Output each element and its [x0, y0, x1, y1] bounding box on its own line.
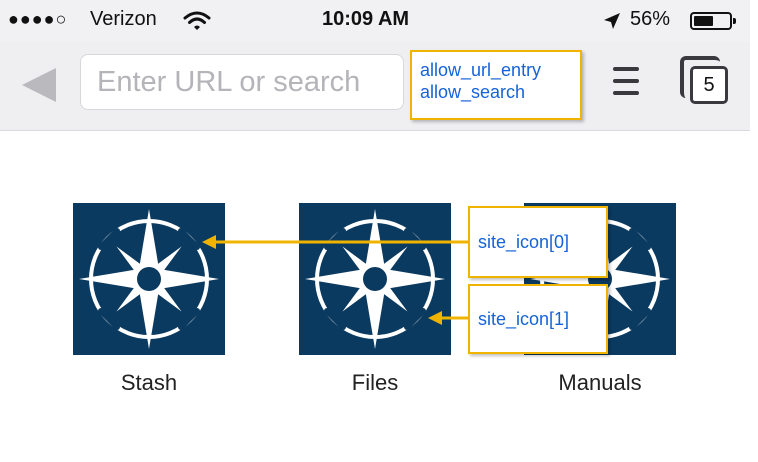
battery-tip: [733, 18, 736, 24]
url-bar-annotation: allow_url_entry allow_search: [410, 50, 582, 120]
site-tile-files[interactable]: [299, 203, 451, 355]
battery-level-fill: [694, 16, 713, 26]
browser-toolbar: allow_url_entry allow_search 5: [0, 42, 750, 131]
arrowhead-site-icon-0: [202, 235, 216, 249]
annotation-allow-search: allow_search: [420, 82, 526, 102]
tabs-button[interactable]: 5: [680, 56, 732, 112]
menu-hamburger-icon[interactable]: [611, 64, 641, 98]
compass-rose-icon: [79, 209, 219, 349]
battery-icon: [690, 12, 736, 30]
site-label-files: Files: [351, 370, 399, 395]
site-label-manuals: Manuals: [558, 370, 642, 395]
tabs-stack-back-icon: [680, 56, 720, 98]
site-icon-1-annotation: site_icon[1]: [468, 284, 608, 354]
annotation-allow-url-entry: allow_url_entry: [420, 60, 542, 80]
wifi-icon: [183, 11, 211, 30]
carrier-label: Verizon: [90, 8, 157, 30]
status-bar: ●●●●○ Verizon 10:09 AM 56%: [0, 0, 750, 42]
annotation-arrows: [202, 235, 470, 325]
location-arrow-icon: [604, 13, 620, 29]
site-label-stash: Stash: [120, 370, 178, 395]
clock-time: 10:09 AM: [322, 8, 410, 30]
compass-rose-icon: [305, 209, 445, 349]
arrowhead-site-icon-1: [428, 311, 442, 325]
site-icon-0-annotation: site_icon[0]: [468, 206, 608, 278]
site-tile-stash[interactable]: [73, 203, 225, 355]
battery-percent: 56%: [630, 8, 671, 30]
back-arrow-icon[interactable]: [18, 66, 58, 104]
url-input[interactable]: [95, 55, 399, 109]
signal-strength-icon: ●●●●○: [8, 9, 68, 29]
url-search-field[interactable]: [80, 54, 404, 110]
tab-count-badge: 5: [690, 66, 728, 104]
screenshot-frame: ●●●●○ Verizon 10:09 AM 56% allow_url_ent…: [0, 0, 750, 395]
